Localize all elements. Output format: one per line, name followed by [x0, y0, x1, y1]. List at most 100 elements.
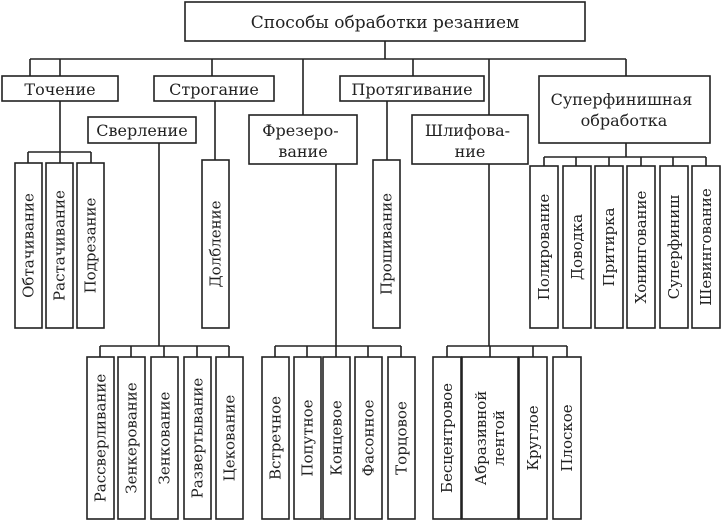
method-label: Шлифова- ние	[425, 121, 515, 161]
method-node-milling: Фрезеро- вание	[248, 114, 358, 165]
leaf-label: Встречное	[267, 396, 285, 480]
root-node: Способы обработки резанием	[184, 1, 586, 42]
method-node-grinding: Шлифова- ние	[411, 114, 529, 165]
leaf-label: Подрезание	[82, 197, 100, 293]
leaf-label: Долбление	[207, 200, 225, 287]
leaf-box	[552, 356, 582, 520]
leaf-node-turning: Подрезание	[76, 162, 105, 329]
leaf-node-milling: Торцовое	[387, 356, 416, 520]
leaf-node-superfinishing: Притирка	[594, 165, 624, 329]
leaf-box	[354, 356, 383, 520]
leaf-node-superfinishing: Доводка	[562, 165, 592, 329]
leaf-box	[293, 356, 322, 520]
method-label-line: обработка	[581, 111, 668, 130]
method-node-drilling: Сверление	[87, 116, 197, 144]
leaf-label: Прошивание	[378, 193, 396, 295]
leaf-box	[461, 356, 519, 520]
method-label: Суперфинишная обработка	[551, 90, 698, 130]
leaf-label: Полирование	[535, 194, 553, 301]
leaf-node-grinding: Абразивнойлентой	[461, 356, 519, 520]
leaf-box	[691, 165, 721, 329]
leaf-label: Рассверливание	[92, 374, 110, 503]
method-label: Сверление	[96, 121, 187, 140]
leaf-node-broaching: Прошивание	[372, 159, 401, 329]
leaf-box	[562, 165, 592, 329]
method-label-line: Суперфинишная	[551, 90, 693, 109]
leaf-node-superfinishing: Хонингование	[626, 165, 656, 329]
leaf-node-drilling: Зенкование	[150, 356, 179, 520]
leaf-node-turning: Обтачивание	[14, 162, 43, 329]
leaf-box	[322, 356, 351, 520]
leaf-box	[518, 356, 548, 520]
leaf-node-drilling: Зенкерование	[117, 356, 146, 520]
leaf-label: Фасонное	[360, 400, 378, 477]
connectors	[27, 41, 707, 357]
leaf-box	[215, 356, 244, 520]
leaf-label-line: лентой	[490, 410, 508, 466]
method-label-line: Шлифова-	[425, 121, 510, 140]
leaf-label: Притирка	[600, 207, 618, 286]
method-label: Точение	[24, 80, 95, 99]
leaf-box	[626, 165, 656, 329]
leaf-node-drilling: Цекование	[215, 356, 244, 520]
leaf-nodes: Обтачивание Растачивание ПодрезаниеРассвер…	[14, 159, 721, 520]
leaf-box	[387, 356, 416, 520]
leaf-node-turning: Растачивание	[45, 162, 74, 329]
leaf-label: Шевингование	[697, 188, 715, 306]
leaf-node-drilling: Развертывание	[183, 356, 212, 520]
leaf-label: Обтачивание	[20, 193, 38, 298]
leaf-box	[432, 356, 462, 520]
leaf-node-milling: Концевое	[322, 356, 351, 520]
leaf-label: Развертывание	[189, 378, 207, 499]
leaf-node-planing: Долбление	[201, 159, 230, 329]
method-node-turning: Точение	[1, 75, 119, 102]
leaf-box	[183, 356, 212, 520]
leaf-label: Суперфиниш	[665, 195, 683, 300]
leaf-node-grinding: Плоское	[552, 356, 582, 520]
leaf-node-grinding: Круглое	[518, 356, 548, 520]
leaf-box	[261, 356, 290, 520]
leaf-label-line: Абразивной	[472, 391, 490, 486]
leaf-box	[86, 356, 115, 520]
leaf-box	[529, 165, 559, 329]
method-node-broaching: Протягивание	[339, 75, 485, 102]
leaf-label: Цекование	[221, 395, 239, 482]
leaf-box	[45, 162, 74, 329]
leaf-node-milling: Фасонное	[354, 356, 383, 520]
leaf-label: Попутное	[299, 399, 317, 476]
leaf-box	[594, 165, 624, 329]
leaf-box	[372, 159, 401, 329]
leaf-label: Хонингование	[632, 190, 650, 303]
leaf-box	[117, 356, 146, 520]
leaf-node-grinding: Бесцентровое	[432, 356, 462, 520]
leaf-node-drilling: Рассверливание	[86, 356, 115, 520]
method-label: Фрезеро- вание	[262, 121, 344, 161]
leaf-label: Абразивнойлентой	[472, 391, 508, 486]
leaf-box	[150, 356, 179, 520]
leaf-box	[659, 165, 689, 329]
method-node-superfinishing: Суперфинишная обработка	[538, 75, 711, 144]
leaf-node-superfinishing: Полирование	[529, 165, 559, 329]
method-node-planing: Строгание	[153, 75, 275, 102]
leaf-label: Бесцентровое	[438, 383, 456, 493]
leaf-label: Торцовое	[393, 401, 411, 475]
leaf-label: Доводка	[568, 214, 586, 280]
leaf-label: Зенкование	[156, 391, 174, 484]
method-label-line: ние	[455, 142, 486, 161]
method-label: Протягивание	[351, 80, 472, 99]
leaf-box	[14, 162, 43, 329]
leaf-node-milling: Попутное	[293, 356, 322, 520]
leaf-node-milling: Встречное	[261, 356, 290, 520]
leaf-label: Концевое	[328, 400, 346, 476]
method-label-line: вание	[278, 142, 327, 161]
leaf-box	[76, 162, 105, 329]
root-label: Способы обработки резанием	[251, 13, 520, 33]
leaf-box	[201, 159, 230, 329]
leaf-label: Зенкерование	[123, 382, 141, 493]
method-label-line: Фрезеро-	[262, 121, 338, 140]
leaf-label: Круглое	[524, 405, 542, 470]
leaf-label: Растачивание	[51, 190, 69, 301]
leaf-node-superfinishing: Суперфиниш	[659, 165, 689, 329]
leaf-node-superfinishing: Шевингование	[691, 165, 721, 329]
